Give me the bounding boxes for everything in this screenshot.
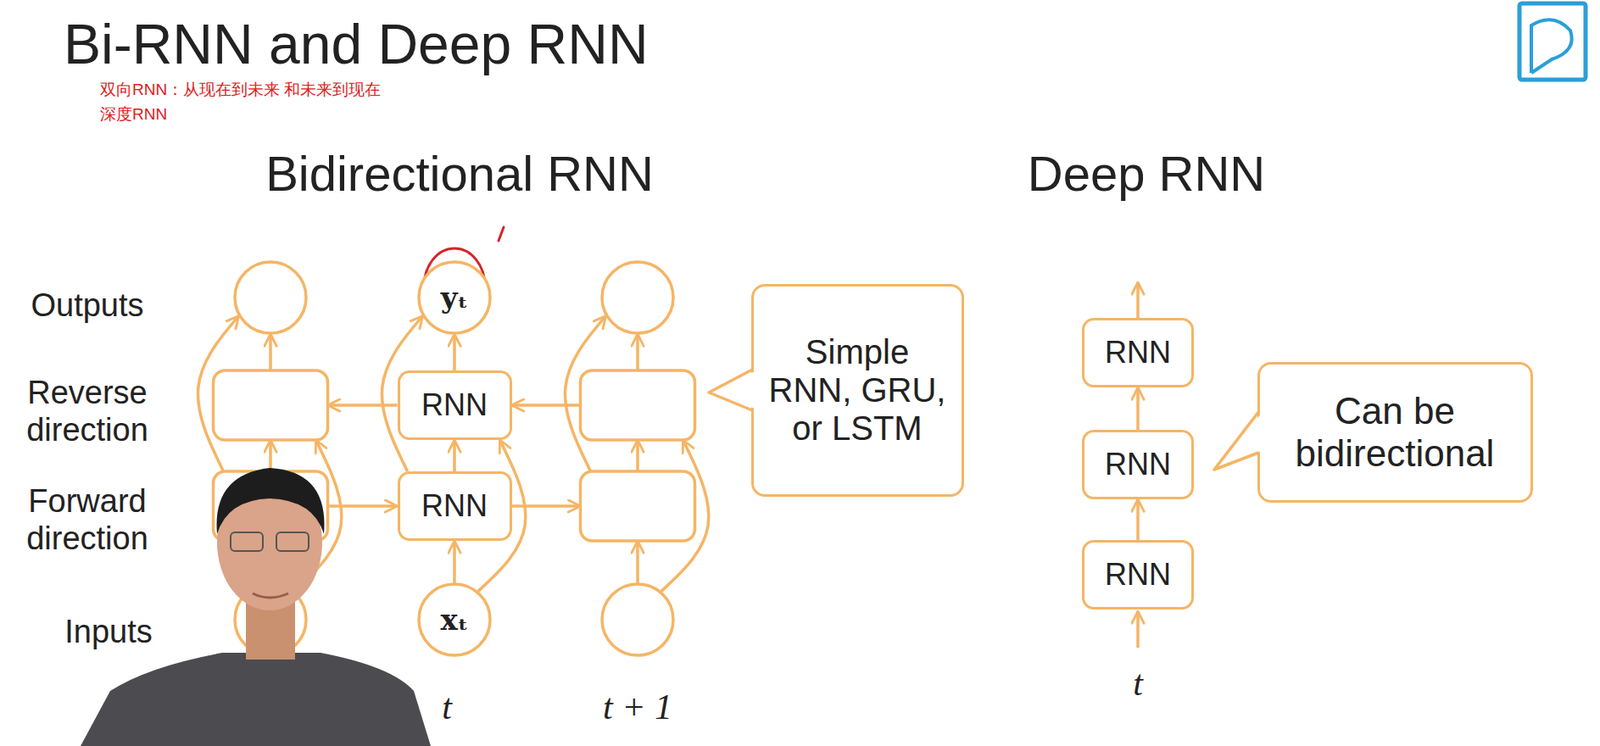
flow-arrow [452,440,457,472]
node-text: Simple RNN, GRU, or LSTM [766,333,949,448]
state-circle [602,584,674,656]
node-text: RNN [421,387,488,424]
layer-arrow [1136,282,1140,318]
rnn-box: RNN [397,471,513,541]
rnn-box: RNN [1081,429,1194,500]
callout-tail [1214,412,1259,470]
input-circle: xₜ [418,583,491,657]
output-circle: yₜ [418,261,491,335]
hidden-state-box [580,370,696,441]
flow-arrow [1136,499,1140,541]
slide-title: Bi-RNN and Deep RNN [63,11,649,77]
node-text: RNN [1104,334,1171,371]
node-text: RNN [421,488,488,525]
rnn-box: RNN [397,370,513,441]
section-heading: Deep RNN [1027,145,1266,203]
presenter-glasses [276,532,309,552]
time-step-label: t + 1 [602,686,673,728]
row-label: Outputs [30,287,144,325]
flow-arrow [268,440,273,472]
channel-logo [1519,3,1586,80]
callout-tail [1214,413,1262,470]
row-label: Inputs [64,613,153,652]
handwritten-note: 深度RNN [100,105,168,124]
node-text: Can be bidirectional [1280,390,1510,475]
rnn-box: RNN [1081,540,1194,610]
recurrent-arrow [328,403,398,407]
flow-arrow [268,334,273,371]
handwritten-note: 双向RNN：从现在到未来 和未来到现在 [100,80,381,100]
presenter-hair [217,468,325,535]
recurrent-arrow [512,504,581,508]
row-label: Forward direction [13,483,162,558]
section-heading: Bidirectional RNN [265,145,654,203]
node-text: RNN [1104,446,1171,483]
time-step-label: t [1132,663,1143,704]
node-text: xₜ [440,602,469,637]
flow-arrow [635,440,640,472]
row-label: Reverse direction [13,374,162,449]
time-step-label: t [441,686,452,728]
layer-arrow [1136,611,1140,648]
node-text: RNN [1104,557,1171,593]
rnn-box: RNN [1081,317,1194,388]
recurrent-arrow [512,403,581,407]
presenter-glasses [230,532,263,552]
state-circle [602,262,674,334]
node-text: yₜ [440,280,469,315]
state-circle [234,262,307,334]
recurrent-arrow [328,504,398,508]
callout-box: Can be bidirectional [1257,362,1534,503]
flow-arrow [1136,387,1140,430]
pen-annotation [498,227,504,241]
circle-outline [418,584,491,656]
callout-tail [708,369,753,411]
hidden-state-box [580,471,696,541]
flow-arrow [635,334,640,371]
flow-arrow [635,540,640,584]
flow-arrow [452,334,457,371]
channel-logo [1531,19,1573,73]
circle-outline [418,262,491,334]
presenter-mouth [252,593,289,598]
callout-tail [708,371,756,409]
hidden-state-box [213,370,329,441]
presenter-shirt [80,652,431,746]
callout-box: Simple RNN, GRU, or LSTM [751,284,965,497]
flow-arrow [452,540,457,584]
